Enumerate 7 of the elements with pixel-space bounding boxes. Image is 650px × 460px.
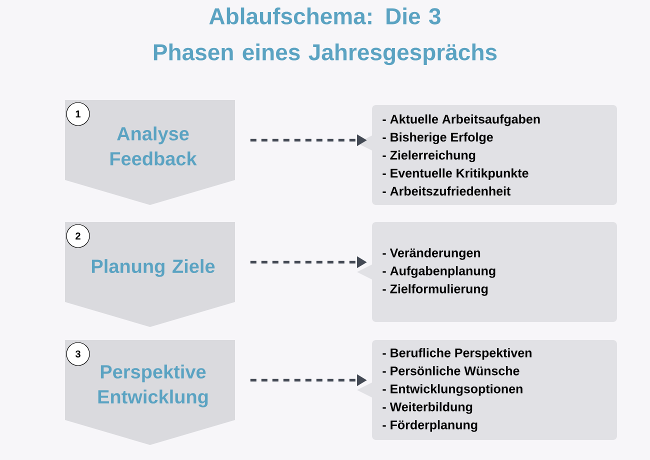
number-badge: 2 bbox=[66, 224, 90, 248]
list-callout: - Veränderungen - Aufgabenplanung - Zielformulierung bbox=[357, 222, 617, 322]
title: Ablaufschema: Die 3 Phasen eines Jahresgesprächs bbox=[154, 8, 497, 66]
number-badge: 1 bbox=[66, 102, 90, 126]
list-callout: - Berufliche Perspektiven - Persönliche Wünsche - Entwicklungsoptionen - Weiterbildung - Förderplanung bbox=[357, 340, 617, 440]
list-callout: - Aktuelle Arbeitsaufgaben - Bisherige Erfolge - Zielerreichung - Eventuelle Kritikpunkte - Arbeitszufriedenheit bbox=[357, 105, 617, 205]
number-badge: 3 bbox=[66, 342, 90, 366]
